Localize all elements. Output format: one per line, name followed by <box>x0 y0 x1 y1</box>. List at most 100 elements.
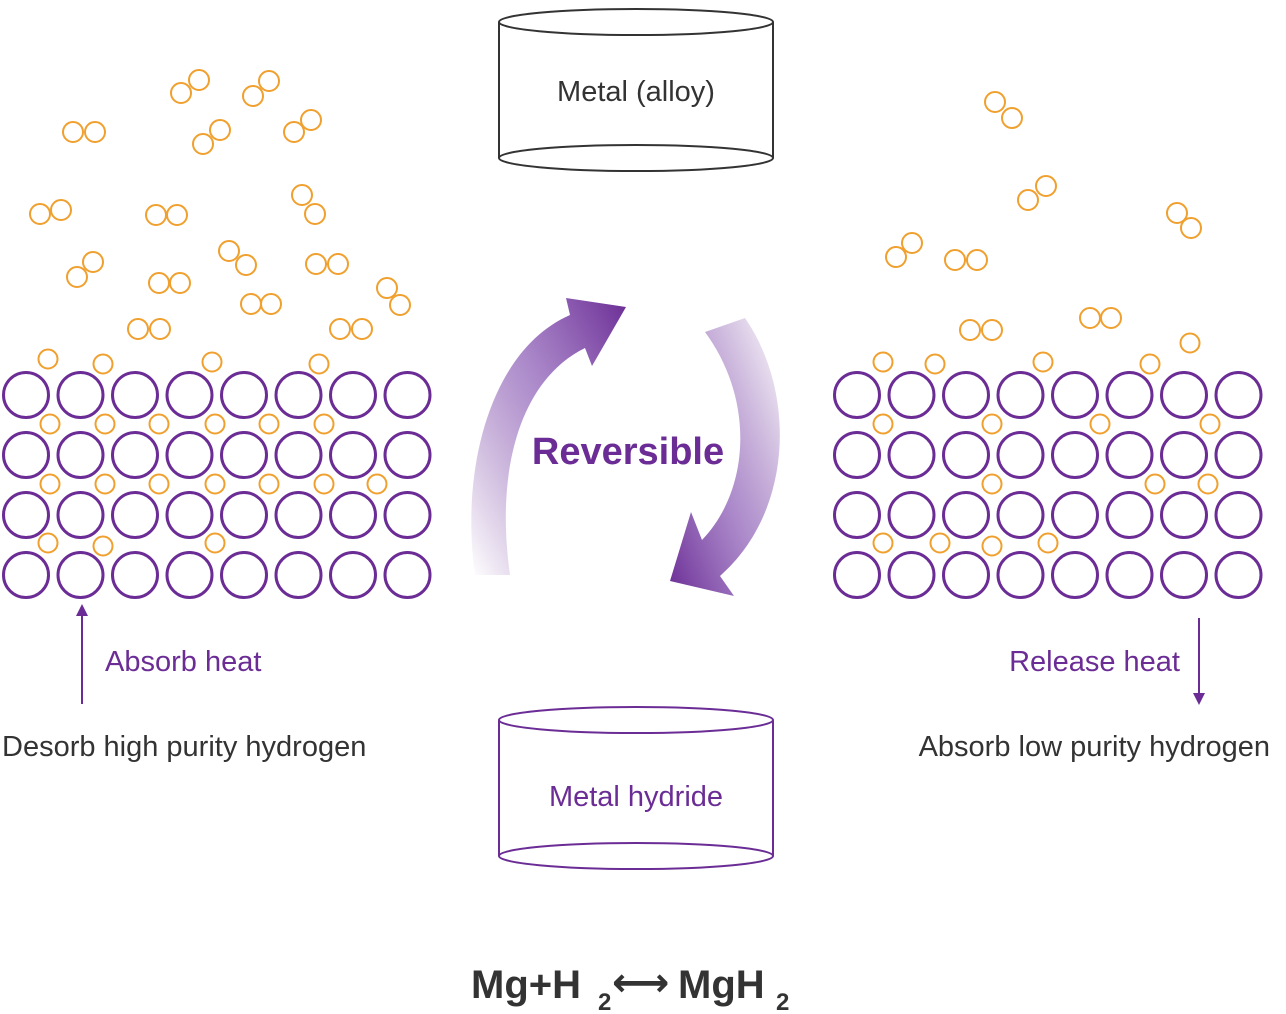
hydrogen-atom <box>313 473 335 495</box>
metal-atom <box>111 491 159 539</box>
hydrogen-atom <box>944 249 966 271</box>
metal-atom <box>329 431 377 479</box>
hydrogen-atom <box>305 253 327 275</box>
hydrogen-atom <box>283 121 305 143</box>
release-heat-label: Release heat <box>1009 646 1180 678</box>
hydrogen-atom <box>1017 189 1039 211</box>
metal-atom <box>2 431 50 479</box>
hydrogen-atom <box>94 473 116 495</box>
hydrogen-atom <box>84 121 106 143</box>
hydrogen-atom <box>92 353 114 375</box>
metal-atom <box>1105 431 1154 479</box>
hydrogen-atom <box>1100 307 1122 329</box>
hydrogen-atom <box>39 413 61 435</box>
metal-atom <box>942 431 990 479</box>
metal-atom <box>1051 491 1099 539</box>
metal-atom <box>2 491 50 539</box>
metal-hydride-container: Metal hydride <box>498 706 774 870</box>
equation-left-sub: 2 <box>598 989 611 1014</box>
hydrogen-atom <box>959 319 981 341</box>
hydrogen-atom <box>929 532 951 554</box>
metal-atom <box>996 491 1045 539</box>
hydrogen-atom <box>148 473 170 495</box>
hydrogen-atom <box>242 85 264 107</box>
metal-atom <box>833 491 881 539</box>
hydrogen-atom <box>1144 473 1166 495</box>
hydrogen-atom <box>148 413 170 435</box>
metal-atom <box>56 431 105 479</box>
hydrogen-atom <box>313 413 335 435</box>
hydrogen-atom <box>127 318 149 340</box>
hydrogen-atom <box>92 535 114 557</box>
cycle-arrow-bottom <box>670 318 780 596</box>
metal-atom <box>165 431 214 479</box>
metal-atom <box>1214 371 1263 419</box>
hydrogen-atom <box>981 413 1003 435</box>
equation-left: Mg+H <box>471 963 581 1007</box>
metal-atom <box>56 491 105 539</box>
metal-atom <box>1051 371 1099 419</box>
hydrogen-atom <box>37 348 59 370</box>
metal-atom <box>942 551 990 599</box>
hydrogen-atom <box>1197 473 1219 495</box>
metal-atom <box>1160 551 1208 599</box>
hydrogen-atom <box>39 473 61 495</box>
hydrogen-atom <box>376 277 398 299</box>
hydrogen-atom <box>204 473 226 495</box>
right-metal-lattice <box>833 371 1263 599</box>
metal-atom <box>887 431 936 479</box>
hydrogen-atom <box>218 240 240 262</box>
metal-atom <box>833 551 881 599</box>
hydrogen-atom <box>1037 532 1059 554</box>
hydrogen-atom <box>240 293 262 315</box>
metal-atom <box>220 491 268 539</box>
metal-atom <box>1214 551 1263 599</box>
metal-atom <box>329 491 377 539</box>
hydrogen-atom <box>1032 351 1054 373</box>
hydrogen-atom <box>62 121 84 143</box>
hydrogen-atom <box>260 293 282 315</box>
hydrogen-atom <box>188 69 210 91</box>
hydrogen-atom <box>389 294 411 316</box>
metal-atom <box>996 551 1045 599</box>
hydrogen-atom <box>258 413 280 435</box>
metal-atom <box>2 371 50 419</box>
metal-atom <box>1051 551 1099 599</box>
cycle-arrow-top <box>471 298 626 575</box>
metal-atom <box>1105 371 1154 419</box>
hydrogen-atom <box>1166 202 1188 224</box>
metal-atom <box>329 371 377 419</box>
hydrogen-atom <box>872 532 894 554</box>
metal-atom <box>165 551 214 599</box>
metal-atom <box>996 371 1045 419</box>
metal-atom <box>111 431 159 479</box>
hydrogen-atom <box>1079 307 1101 329</box>
hydrogen-atom <box>192 133 214 155</box>
left-metal-lattice <box>2 371 432 599</box>
metal-alloy-container: Metal (alloy) <box>498 8 774 172</box>
hydrogen-atom <box>258 70 280 92</box>
left-hydrogen-atoms <box>29 69 411 557</box>
hydrogen-atom <box>82 251 104 273</box>
absorb-caption: Absorb low purity hydrogen <box>919 731 1270 763</box>
hydrogen-atom <box>29 203 51 225</box>
hydrogen-atom <box>1001 107 1023 129</box>
hydrogen-atom <box>1180 217 1202 239</box>
hydrogen-atom <box>291 184 313 206</box>
metal-atom <box>111 371 159 419</box>
metal-atom <box>165 371 214 419</box>
hydrogen-atom <box>66 266 88 288</box>
equation-right-sub: 2 <box>776 989 789 1014</box>
absorb-heat-label: Absorb heat <box>105 646 261 678</box>
metal-atom <box>887 371 936 419</box>
hydrogen-atom <box>366 473 388 495</box>
hydrogen-atom <box>1035 175 1057 197</box>
hydrogen-atom <box>1139 353 1161 375</box>
metal-atom <box>942 491 990 539</box>
equation-arrow: ⟷ <box>612 961 669 1005</box>
reversible-label: Reversible <box>532 431 724 473</box>
metal-atom <box>1160 371 1208 419</box>
metal-atom <box>329 551 377 599</box>
metal-atom <box>220 371 268 419</box>
metal-atom <box>383 551 432 599</box>
